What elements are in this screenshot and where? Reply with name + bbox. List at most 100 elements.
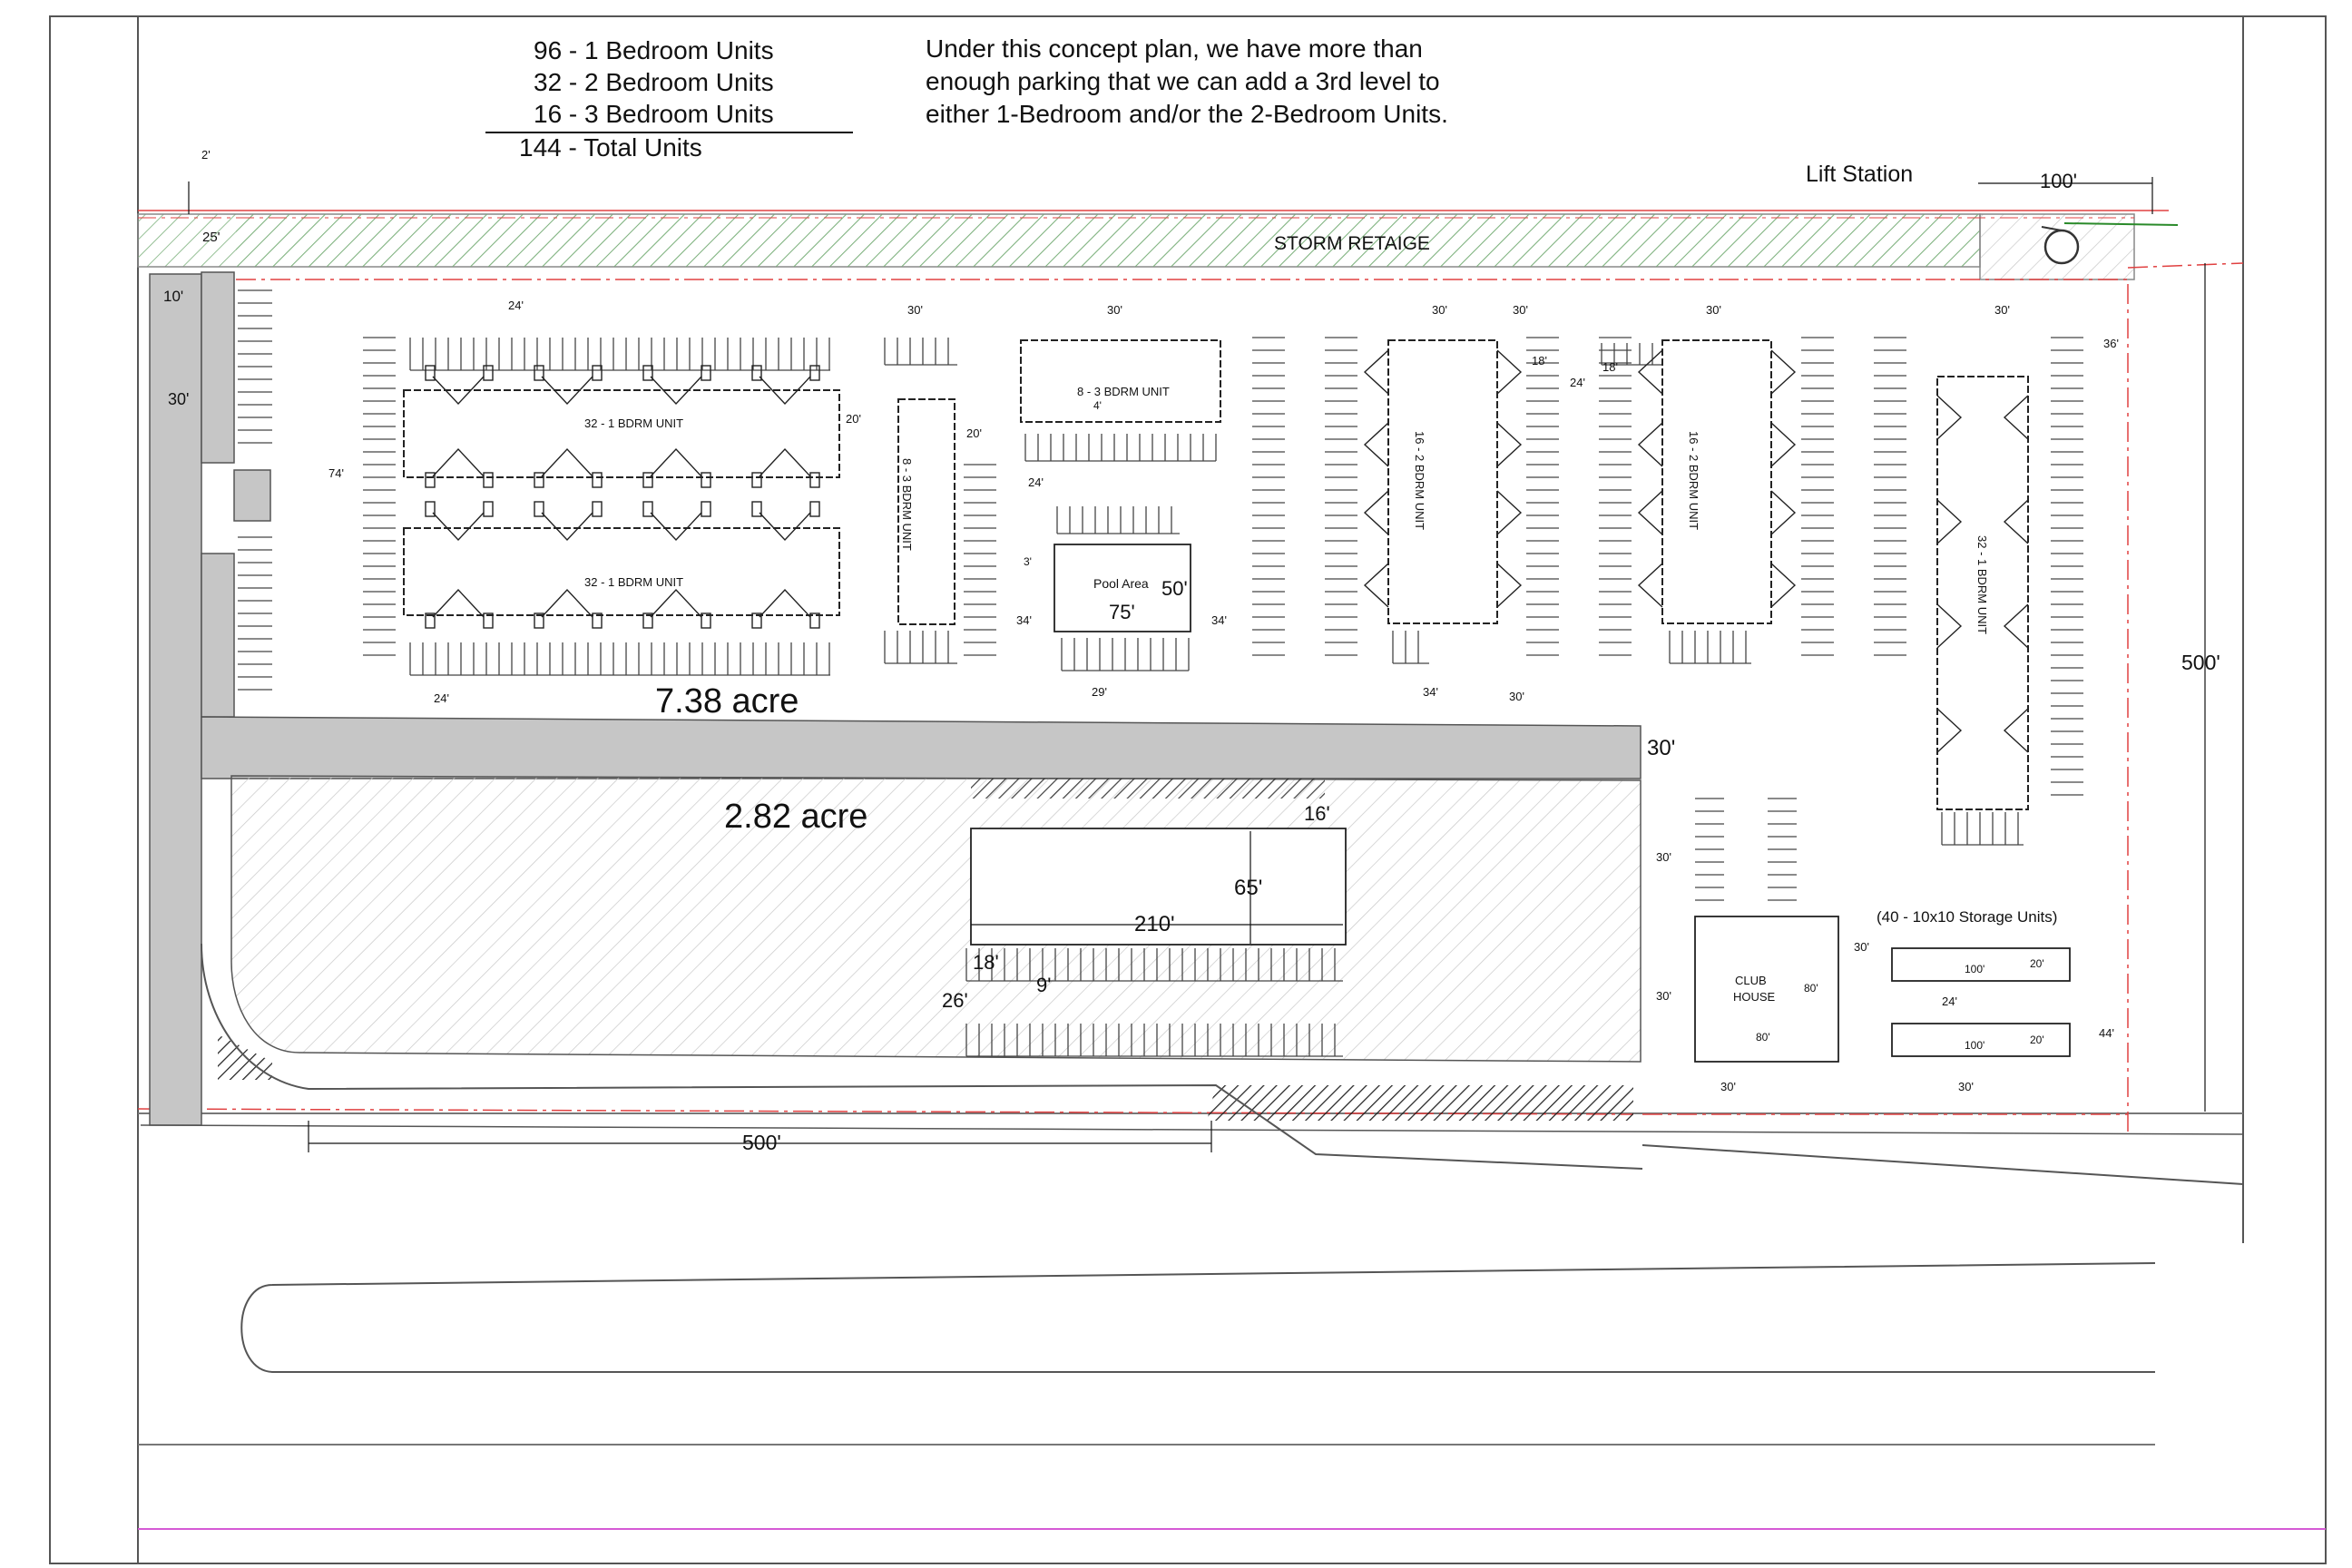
stair-glyph: [701, 365, 711, 381]
balcony-glyph: [2003, 499, 2029, 544]
stair-glyph: [483, 472, 494, 488]
storage-title: (40 - 10x10 Storage Units): [1877, 908, 2057, 926]
building-b2: [403, 527, 840, 616]
building-b2-label: 32 - 1 BDRM UNIT: [584, 575, 683, 589]
balcony-glyph: [759, 376, 811, 406]
building-b4: [1020, 339, 1221, 423]
dim-10: 10': [163, 288, 183, 305]
dim-24-north: 24': [508, 299, 524, 312]
stair-glyph: [642, 472, 653, 488]
club-house: [1694, 916, 1839, 1063]
balcony-glyph: [1637, 563, 1663, 608]
concept-note-1: Under this concept plan, we have more th…: [926, 34, 1423, 63]
balcony-glyph: [1363, 422, 1389, 467]
balcony-glyph: [432, 447, 485, 477]
club-width: 80': [1756, 1031, 1770, 1044]
storm-retention: [137, 210, 2179, 280]
sheet-border: [49, 15, 2327, 1564]
dim-30-b6: 30': [1706, 303, 1721, 317]
dimension-lines: [188, 177, 2206, 1152]
dim-100-lift: 100': [2040, 170, 2077, 192]
building-b1-label: 32 - 1 BDRM UNIT: [584, 416, 683, 430]
stair-glyph: [425, 501, 436, 517]
balcony-glyph: [1770, 563, 1797, 608]
balcony-glyph: [1936, 603, 1963, 649]
storage-1-width: 20': [2030, 957, 2044, 970]
dim-30-club-w: 30': [1656, 989, 1671, 1003]
balcony-glyph: [541, 588, 593, 618]
pool-width: 75': [1109, 601, 1135, 623]
balcony-glyph: [432, 376, 485, 406]
balcony-glyph: [1936, 499, 1963, 544]
balcony-glyph: [650, 447, 702, 477]
dim-24-pool: 24': [1028, 475, 1044, 489]
balcony-glyph: [1770, 349, 1797, 395]
dim-20-b: 20': [966, 426, 982, 440]
dim-2: 2': [201, 148, 211, 162]
dim-30-lot: 30': [1656, 850, 1671, 864]
parking-stalls: [238, 289, 2083, 1057]
balcony-glyph: [1770, 490, 1797, 535]
building-b3: [897, 398, 956, 625]
balcony-glyph: [432, 588, 485, 618]
dim-500-east: 500': [2181, 651, 2220, 674]
balcony-glyph: [650, 376, 702, 406]
dim-30-storage-s: 30': [1958, 1080, 1974, 1093]
dim-30-club-s: 30': [1720, 1080, 1736, 1093]
stair-glyph: [534, 501, 544, 517]
stair-glyph: [592, 501, 603, 517]
building-b6: [1661, 339, 1772, 624]
stair-glyph: [642, 612, 653, 629]
dim-24-storage: 24': [1942, 995, 1957, 1008]
dim-34-c: 34': [1423, 685, 1438, 699]
dim-30-west: 30': [168, 390, 189, 408]
balcony-glyph: [1637, 422, 1663, 467]
buildings: [403, 339, 2071, 1063]
labels: 96 - 1 Bedroom Units 32 - 2 Bedroom Unit…: [163, 34, 2220, 1154]
pool-area: [1054, 544, 1191, 632]
building-b6-label: 16 - 2 BDRM UNIT: [1687, 431, 1700, 530]
dim-74: 74': [328, 466, 344, 480]
stair-glyph: [809, 365, 820, 381]
pool-label: Pool Area: [1093, 576, 1149, 591]
stair-glyph: [751, 472, 762, 488]
stair-glyph: [592, 365, 603, 381]
balcony-glyph: [1936, 708, 1963, 753]
dim-30-b7: 30': [1994, 303, 2010, 317]
stair-glyph: [425, 472, 436, 488]
balcony-glyph: [1770, 422, 1797, 467]
unit-total: 144 - Total Units: [519, 133, 702, 162]
dim-44: 44': [2099, 1026, 2114, 1040]
balcony-glyph: [541, 376, 593, 406]
dim-29: 29': [1092, 685, 1107, 699]
building-b7-label: 32 - 1 BDRM UNIT: [1975, 535, 1989, 634]
unit-line-2: 32 - 2 Bedroom Units: [534, 68, 774, 96]
concept-note-3: either 1-Bedroom and/or the 2-Bedroom Un…: [926, 100, 1448, 128]
area-north: 7.38 acre: [655, 682, 799, 720]
balcony-glyph: [541, 447, 593, 477]
balcony-glyph: [1496, 563, 1523, 608]
unit-glyphs: [425, 349, 2029, 753]
stair-glyph: [701, 472, 711, 488]
balcony-glyph: [2003, 395, 2029, 440]
stair-glyph: [701, 501, 711, 517]
commercial-9: 9': [1036, 974, 1051, 996]
storage-2: [1891, 1023, 2071, 1057]
area-south: 2.82 acre: [724, 798, 867, 836]
stair-glyph: [425, 612, 436, 629]
dim-30-b3: 30': [907, 303, 923, 317]
stair-glyph: [751, 501, 762, 517]
commercial-building: [970, 828, 1347, 946]
balcony-glyph: [1363, 349, 1389, 395]
storage-2-length: 100': [1965, 1039, 1984, 1052]
balcony-glyph: [1936, 395, 1963, 440]
unit-line-1: 96 - 1 Bedroom Units: [534, 36, 774, 64]
balcony-glyph: [759, 447, 811, 477]
balcony-glyph: [1496, 490, 1523, 535]
dim-30-b5b: 30': [1513, 303, 1528, 317]
stair-glyph: [642, 501, 653, 517]
dim-20-a: 20': [846, 412, 861, 426]
commercial-26: 26': [942, 989, 968, 1012]
stair-glyph: [483, 501, 494, 517]
storm-label: STORM RETAIGE: [1274, 233, 1430, 254]
